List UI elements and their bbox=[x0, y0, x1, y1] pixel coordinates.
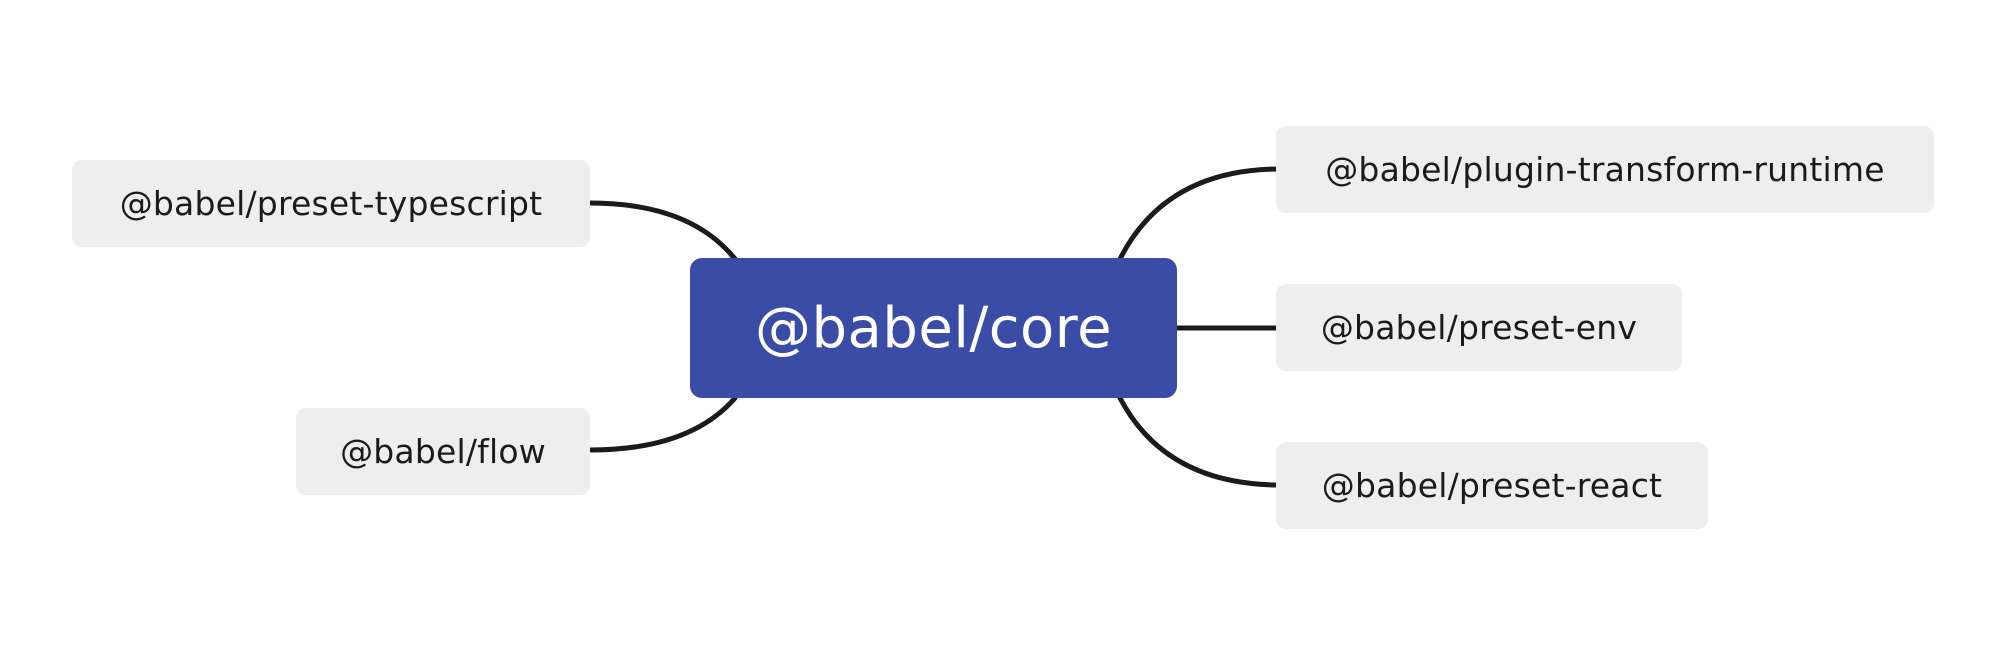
node-preset-env[interactable]: @babel/preset-env bbox=[1276, 284, 1682, 371]
node-flow[interactable]: @babel/flow bbox=[296, 408, 590, 495]
node-preset-react[interactable]: @babel/preset-react bbox=[1276, 442, 1708, 529]
connector-root-to-preset-react bbox=[1117, 395, 1281, 488]
root-node-babel-core[interactable]: @babel/core bbox=[690, 258, 1177, 398]
node-preset-react-label: @babel/preset-react bbox=[1321, 466, 1663, 505]
connector-root-to-preset-typescript bbox=[587, 200, 738, 262]
connector-root-to-flow bbox=[587, 395, 738, 453]
node-preset-typescript-label: @babel/preset-typescript bbox=[119, 184, 543, 223]
node-plugin-transform-runtime-label: @babel/plugin-transform-runtime bbox=[1325, 150, 1885, 189]
root-node-label: @babel/core bbox=[754, 295, 1113, 361]
node-preset-env-label: @babel/preset-env bbox=[1320, 308, 1638, 347]
node-flow-label: @babel/flow bbox=[340, 432, 546, 471]
node-plugin-transform-runtime[interactable]: @babel/plugin-transform-runtime bbox=[1276, 126, 1934, 213]
connector-root-to-plugin-transform-runtime bbox=[1117, 166, 1281, 262]
node-preset-typescript[interactable]: @babel/preset-typescript bbox=[72, 160, 590, 247]
